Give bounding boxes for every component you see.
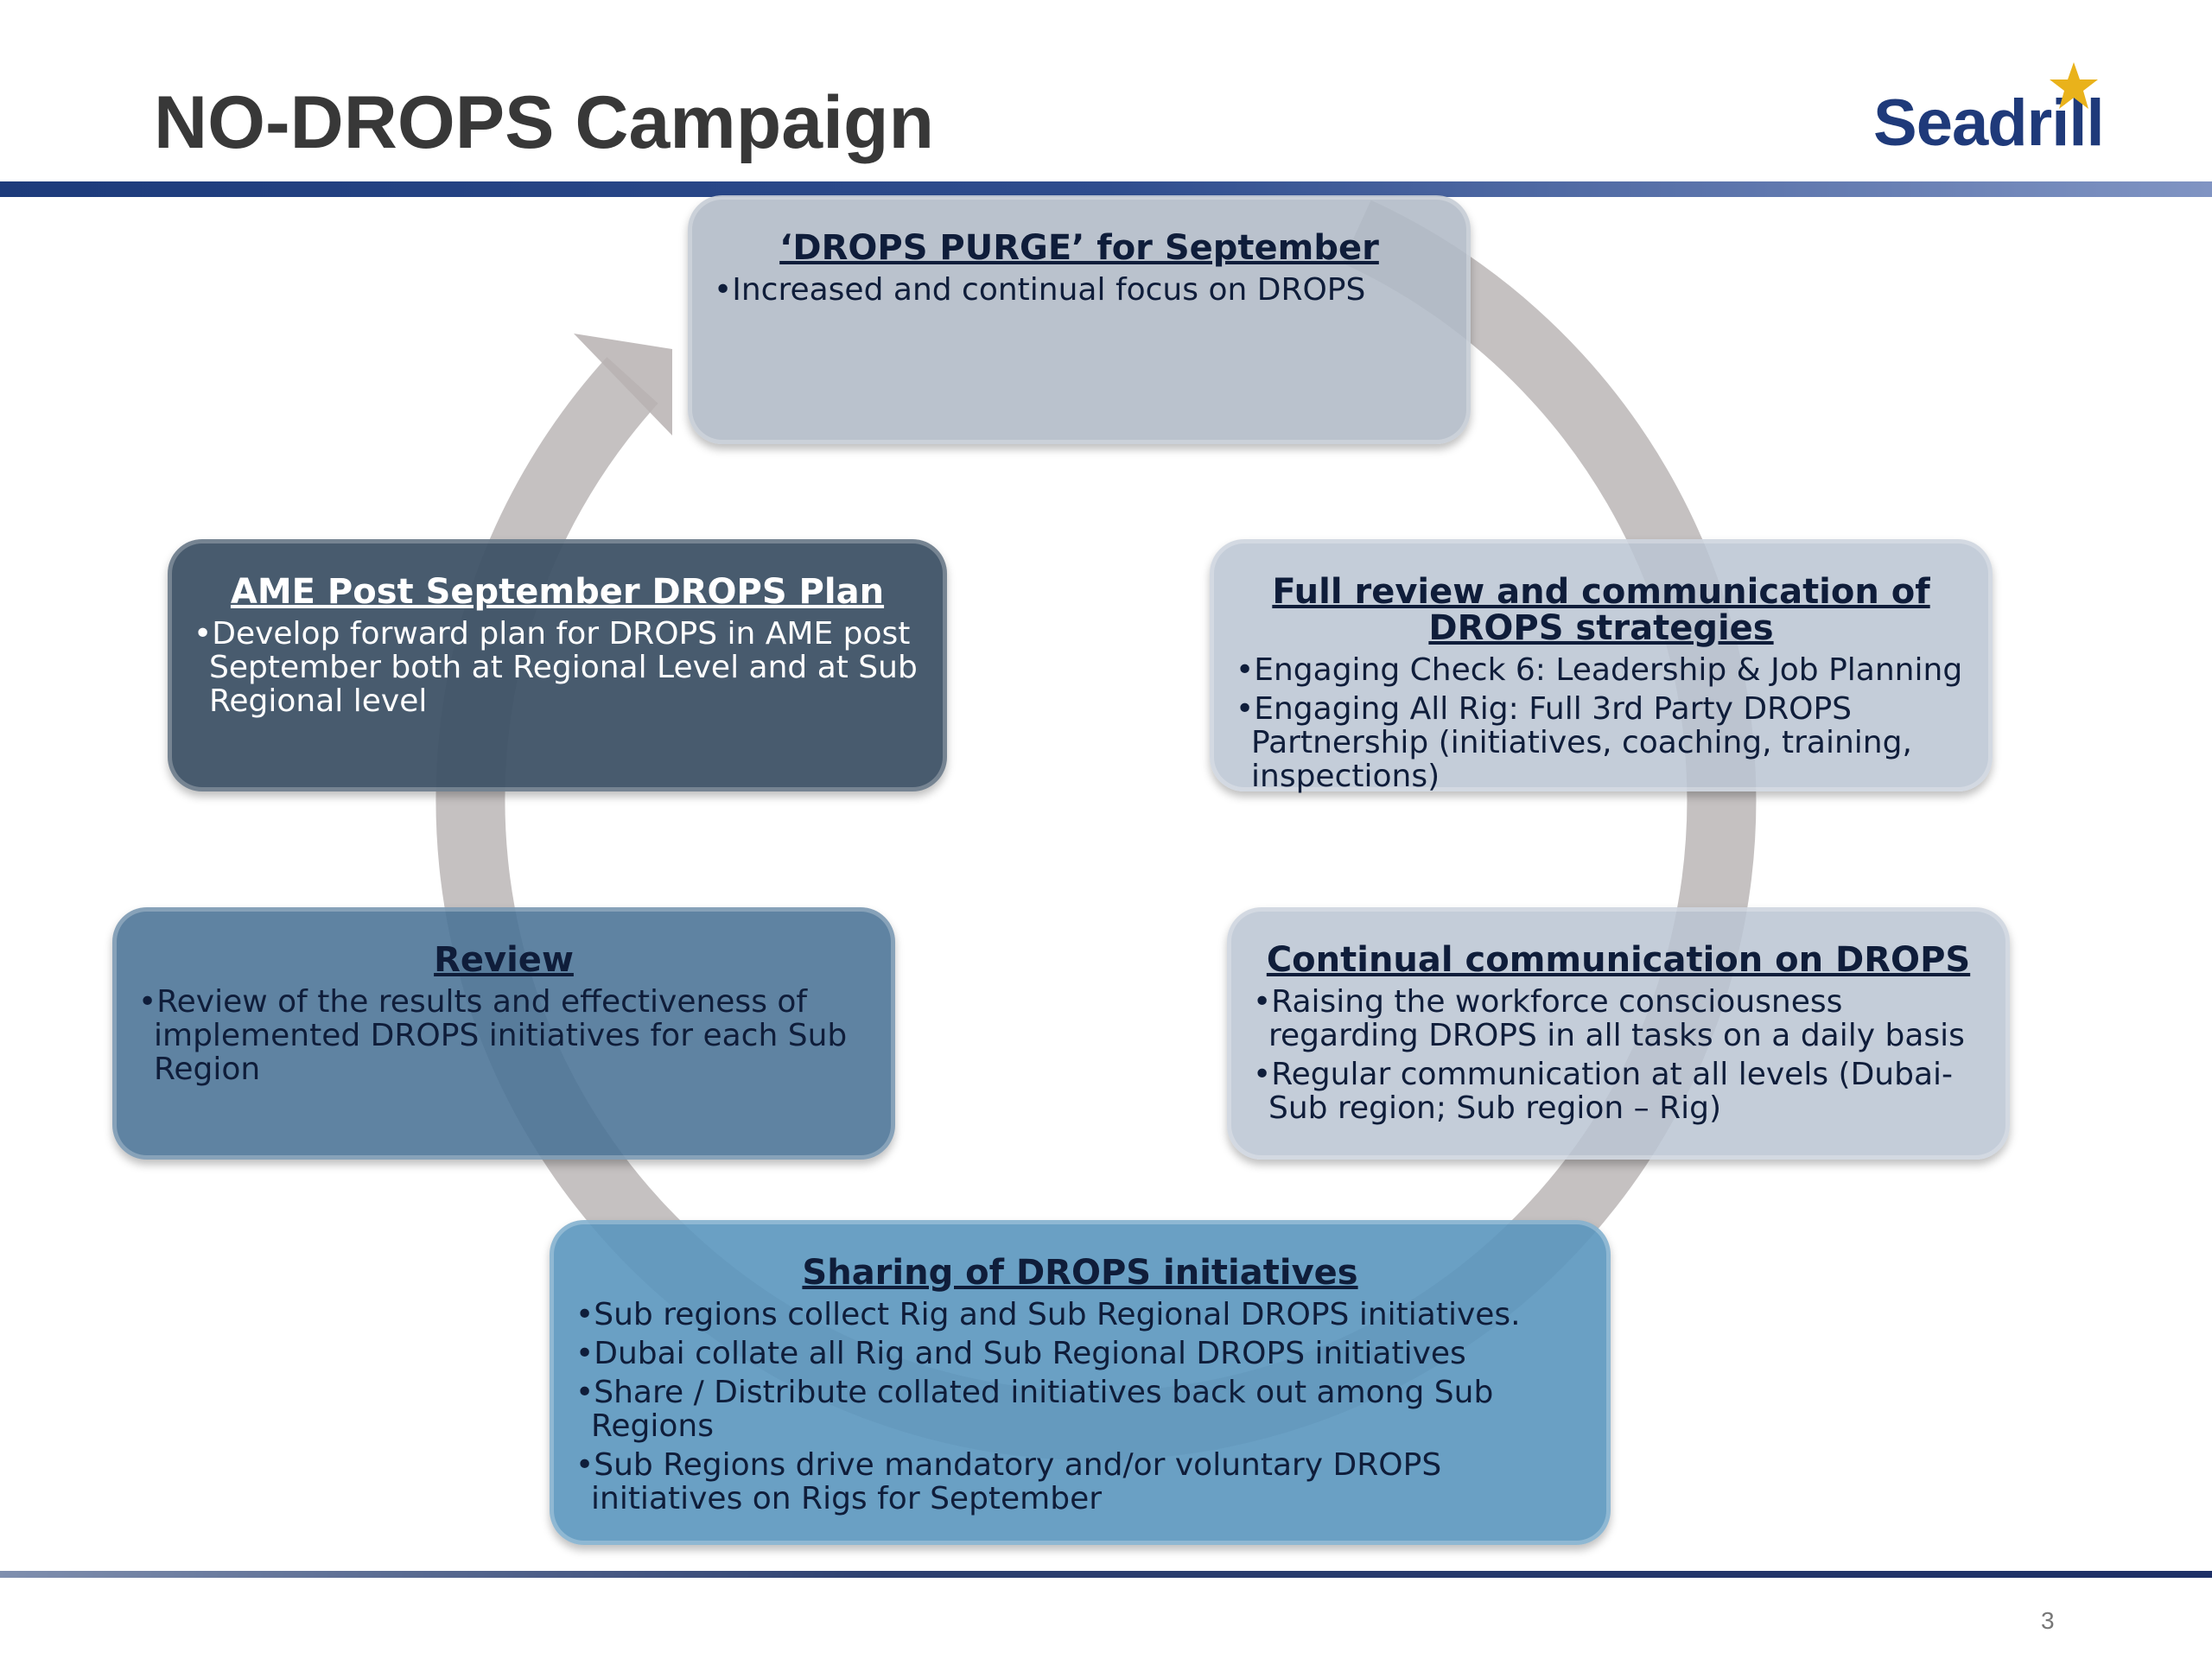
box-title: Full review and communication of DROPS s… [1272,572,1930,648]
box-ame-plan: AME Post September DROPS Plan Develop fo… [168,539,947,791]
header-rule [0,181,2212,197]
box-list: Develop forward plan for DROPS in AME po… [194,617,921,718]
list-item: Review of the results and effectiveness … [138,985,869,1086]
list-item: Develop forward plan for DROPS in AME po… [194,617,921,718]
box-list: Engaging Check 6: Leadership & Job Plann… [1236,653,1967,793]
list-item: Sub regions collect Rig and Sub Regional… [575,1298,1585,1332]
list-item: Engaging All Rig: Full 3rd Party DROPS P… [1236,692,1967,793]
seadrill-logo: Seadrill [1866,60,2126,164]
list-item: Dubai collate all Rig and Sub Regional D… [575,1337,1585,1370]
box-title: Review [434,940,574,980]
star-icon [2050,62,2098,109]
box-drops-purge: ‘DROPS PURGE’ for September Increased an… [688,195,1471,444]
box-title: Continual communication on DROPS [1266,940,1971,980]
box-full-review: Full review and communication of DROPS s… [1210,539,1993,793]
box-list: Increased and continual focus on DROPS [714,273,1445,307]
box-title: Sharing of DROPS initiatives [802,1253,1358,1293]
page-number: 3 [2041,1607,2055,1634]
list-item: Engaging Check 6: Leadership & Job Plann… [1236,653,1967,687]
box-title: ‘DROPS PURGE’ for September [779,228,1379,268]
list-item: Share / Distribute collated initiatives … [575,1376,1585,1443]
list-item: Regular communication at all levels (Dub… [1253,1058,1984,1125]
list-item: Increased and continual focus on DROPS [714,273,1445,307]
box-sharing-initiatives: Sharing of DROPS initiatives Sub regions… [550,1220,1611,1545]
box-continual-communication: Continual communication on DROPS Raising… [1227,907,2010,1160]
box-list: Review of the results and effectiveness … [138,985,869,1086]
box-list: Raising the workforce consciousness rega… [1253,985,1984,1125]
box-title: AME Post September DROPS Plan [230,572,885,612]
footer-rule [0,1571,2212,1578]
box-list: Sub regions collect Rig and Sub Regional… [575,1298,1585,1516]
list-item: Raising the workforce consciousness rega… [1253,985,1984,1052]
slide-title: NO-DROPS Campaign [154,81,935,164]
list-item: Sub Regions drive mandatory and/or volun… [575,1448,1585,1516]
box-review: Review Review of the results and effecti… [112,907,895,1160]
